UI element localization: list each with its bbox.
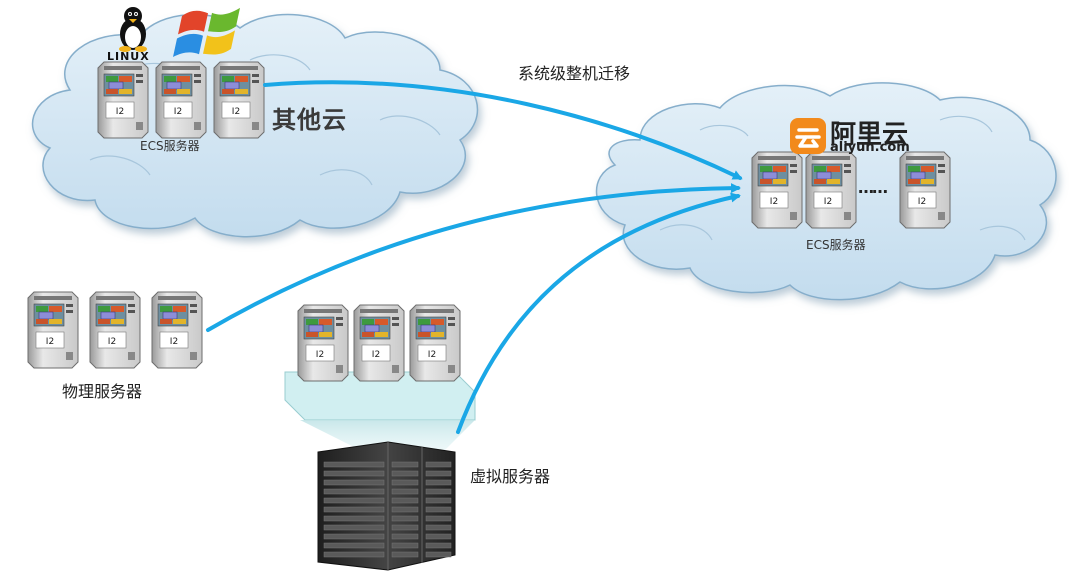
physical-server-2 bbox=[89, 291, 141, 369]
rack-slot bbox=[323, 506, 385, 513]
arrow-other-cloud-to-aliyun bbox=[263, 80, 743, 180]
rack-slot bbox=[391, 470, 419, 477]
virtual-server-1 bbox=[297, 304, 349, 382]
ecs-server-right-2 bbox=[805, 151, 857, 229]
migration-label: 系统级整机迁移 bbox=[518, 64, 631, 83]
rack-slot bbox=[323, 461, 385, 468]
rack-slot bbox=[323, 533, 385, 540]
rack-server-icon bbox=[317, 441, 456, 571]
linux-label: LINUX bbox=[107, 50, 150, 63]
ecs-server-left-2 bbox=[155, 61, 207, 139]
rack-slot bbox=[425, 470, 452, 477]
rack-slot bbox=[323, 497, 385, 504]
rack-slot bbox=[425, 497, 452, 504]
rack-slot bbox=[323, 479, 385, 486]
rack-slot bbox=[425, 506, 452, 513]
aliyun-domain-label: aliyun.com bbox=[830, 140, 910, 155]
aliyun-logo-icon bbox=[790, 118, 826, 154]
physical-server-3 bbox=[151, 291, 203, 369]
aliyun-brand-label: 阿里云 bbox=[830, 120, 909, 150]
rack-slot bbox=[323, 542, 385, 549]
ecs-right-label: ECS服务器 bbox=[806, 238, 866, 252]
rack-slot bbox=[391, 524, 419, 531]
rack-slot bbox=[391, 551, 419, 558]
rack-slot bbox=[391, 542, 419, 549]
rack-slot bbox=[425, 479, 452, 486]
arrow-virtual-to-aliyun bbox=[456, 192, 741, 434]
arrow-physical-to-aliyun bbox=[206, 183, 741, 332]
rack-slot bbox=[323, 524, 385, 531]
rack-slot bbox=[391, 497, 419, 504]
migration-arrows bbox=[206, 80, 743, 434]
virtual-server-label: 虚拟服务器 bbox=[470, 467, 551, 486]
rack-slot bbox=[425, 461, 452, 468]
ecs-server-right-1 bbox=[751, 151, 803, 229]
rack-slot bbox=[391, 479, 419, 486]
linux-penguin-icon bbox=[119, 7, 147, 52]
rack-slot bbox=[323, 488, 385, 495]
virtual-server-3 bbox=[409, 304, 461, 382]
virtual-server-2 bbox=[353, 304, 405, 382]
ecs-server-right-3 bbox=[899, 151, 951, 229]
rack-slot bbox=[391, 461, 419, 468]
physical-server-1 bbox=[27, 291, 79, 369]
rack-slot bbox=[391, 515, 419, 522]
windows-logo-icon bbox=[173, 7, 240, 57]
ecs-server-left-3 bbox=[213, 61, 265, 139]
rack-slot bbox=[391, 506, 419, 513]
other-cloud-label: 其他云 bbox=[272, 106, 347, 134]
rack-slot bbox=[425, 542, 452, 549]
rack-slot bbox=[425, 533, 452, 540]
rack-slot bbox=[323, 515, 385, 522]
rack-slot bbox=[323, 470, 385, 477]
rack-slot bbox=[391, 533, 419, 540]
ecs-left-label: ECS服务器 bbox=[140, 139, 200, 153]
rack-slot bbox=[391, 488, 419, 495]
virtualization-platform bbox=[284, 371, 476, 455]
ellipsis-label: …… bbox=[858, 178, 888, 197]
rack-slot bbox=[425, 551, 452, 558]
rack-slot bbox=[425, 515, 452, 522]
rack-slot bbox=[425, 488, 452, 495]
rack-slot bbox=[323, 551, 385, 558]
physical-server-label: 物理服务器 bbox=[62, 382, 143, 401]
rack-slot bbox=[425, 524, 452, 531]
ecs-server-left-1 bbox=[97, 61, 149, 139]
